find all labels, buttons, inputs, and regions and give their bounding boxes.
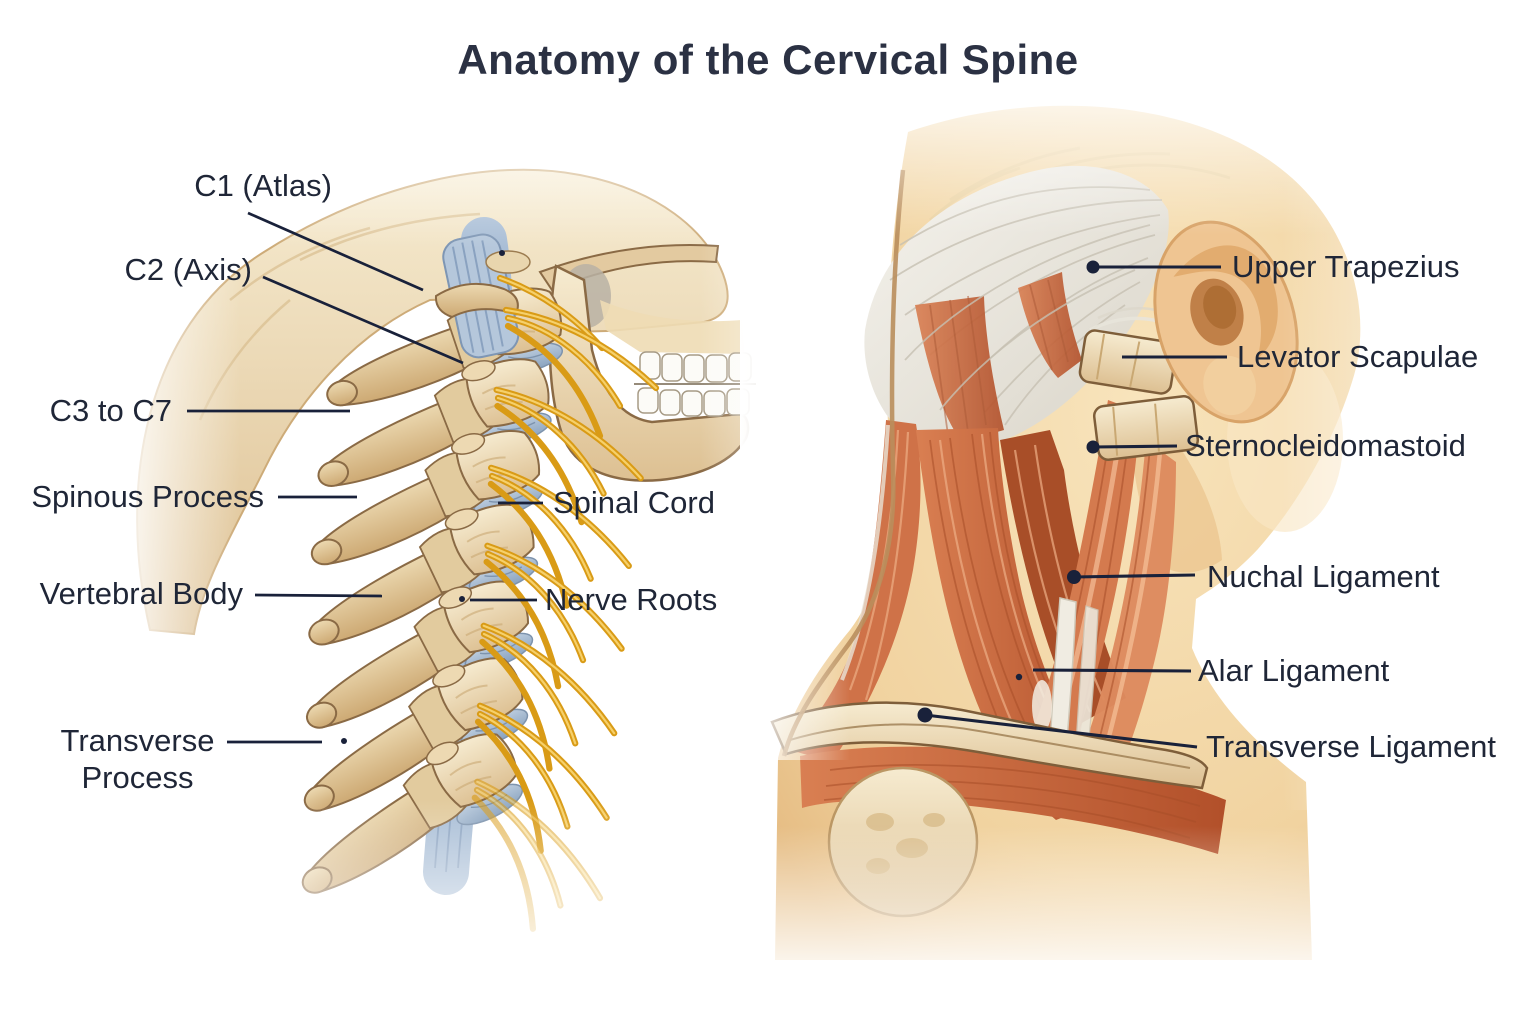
label-transverse-process: Transverse Process [60,723,215,795]
leader-dots [341,250,1100,744]
label-nerve-roots: Nerve Roots [545,582,718,617]
label-nuchal-ligament: Nuchal Ligament [1207,559,1440,594]
ear [1153,220,1299,424]
skeletal-panel [40,88,870,980]
label-c3-to-c7: C3 to C7 [49,393,172,428]
label-sternocleidomastoid: Sternocleidomastoid [1185,428,1466,463]
leader-sternocleidomastoid [1092,444,1178,449]
leader-nuchal-ligament [1073,573,1196,579]
label-spinal-cord: Spinal Cord [553,485,715,520]
label-upper-trapezius: Upper Trapezius [1232,249,1460,284]
label-c2-axis: C2 (Axis) [124,252,252,287]
label-levator-scapulae: Levator Scapulae [1237,339,1479,374]
label-transverse-ligament: Transverse Ligament [1206,729,1497,764]
nerve-roots [443,274,656,944]
muscular-panel [740,60,1536,986]
label-c1-atlas: C1 (Atlas) [194,168,332,203]
leader-vertebral-body [254,593,383,598]
trapezius-fascia [864,165,1169,448]
leader-alar-ligament [1032,668,1192,673]
leader-transverse-ligament [924,713,1198,749]
label-vertebral-body: Vertebral Body [39,576,243,611]
label-spinous-process: Spinous Process [31,479,264,514]
label-alar-ligament: Alar Ligament [1198,653,1390,688]
leader-c2-axis [262,275,464,365]
leader-c1-atlas [247,211,424,292]
page-title: Anatomy of the Cervical Spine [457,36,1079,83]
leader-lines [187,211,1227,749]
